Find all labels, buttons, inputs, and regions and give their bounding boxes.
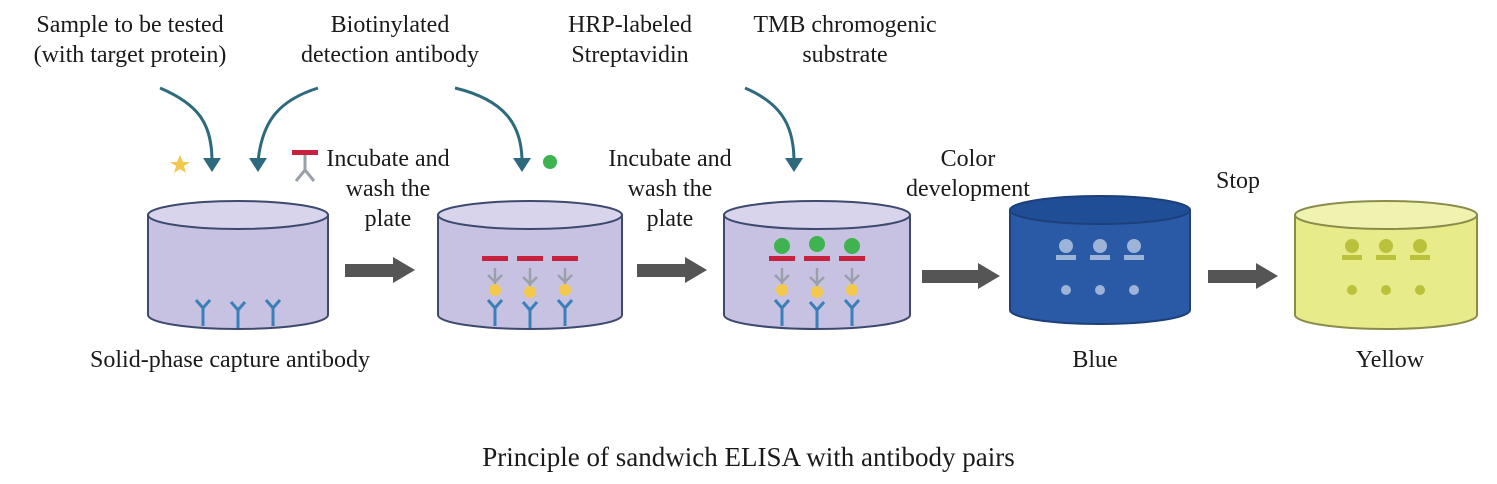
detection-pointer-arrow	[454, 86, 524, 163]
diagram-caption: Principle of sandwich ELISA with antibod…	[482, 442, 1015, 472]
well-capture	[147, 200, 329, 330]
capture-antibody-label: Solid-phase capture antibody	[90, 347, 370, 373]
well-yellow	[1294, 200, 1478, 330]
sample-pointer-arrowhead	[203, 158, 221, 172]
detection-antibody-icon	[292, 150, 318, 182]
well-blue	[1009, 195, 1191, 325]
streptavidin-label: HRP-labeled Streptavidin	[568, 12, 692, 68]
sample-pointer-arrow-2	[256, 86, 319, 163]
step-3-label: Color development	[906, 146, 1030, 202]
step-1-label: Incubate and wash the plate	[326, 146, 450, 232]
sample-label: Sample to be tested (with target protein…	[33, 12, 227, 68]
blue-label: Blue	[1072, 347, 1118, 373]
step-arrow-1	[345, 257, 415, 283]
step-2-label: Incubate and wash the plate	[608, 146, 732, 232]
yellow-label: Yellow	[1355, 347, 1425, 373]
sample-pointer-arrow	[159, 86, 214, 163]
capture-antibodies	[194, 299, 282, 328]
detection-pointer-arrowhead	[513, 158, 531, 172]
step-arrow-4	[1208, 263, 1278, 289]
streptavidin-pointer-arrow	[744, 86, 796, 163]
hrp-streptavidin-icon	[543, 155, 557, 169]
target-protein-icon	[170, 155, 190, 173]
sample-pointer-arrowhead-2	[249, 158, 267, 172]
step-4-label: Stop	[1215, 168, 1260, 194]
substrate-label: TMB chromogenic substrate	[753, 12, 937, 68]
step-arrow-3	[922, 263, 1000, 289]
streptavidin-pointer-arrowhead	[785, 158, 803, 172]
well-sandwich	[437, 200, 623, 330]
detection-antibody-label: Biotinylated detection antibody	[301, 12, 479, 68]
well-hrp	[723, 200, 911, 330]
step-arrow-2	[637, 257, 707, 283]
